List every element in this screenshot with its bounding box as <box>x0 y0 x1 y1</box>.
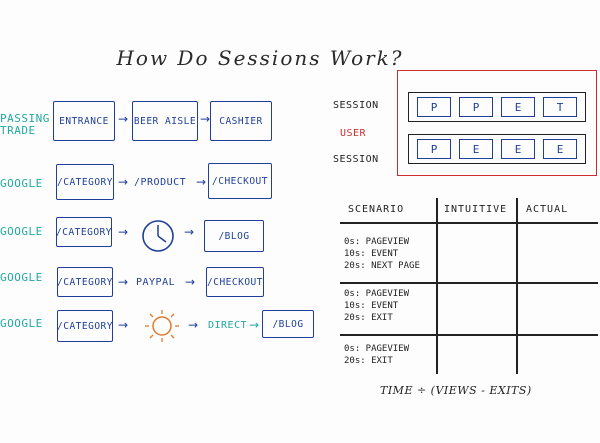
table-header: SCENARIO <box>348 204 405 215</box>
sun-icon <box>145 310 179 342</box>
flow-step: BEER AISLE <box>132 101 198 141</box>
table-divider <box>340 334 598 336</box>
arrow-right-icon: → <box>184 225 195 239</box>
flow-step: /CHECKOUT <box>208 163 272 199</box>
flow-step-text: /PRODUCT <box>134 177 187 188</box>
arrow-right-icon: → <box>118 225 129 239</box>
flow-step: /CATEGORY <box>57 267 113 297</box>
arrow-right-icon: → <box>196 175 207 189</box>
hit-box: P <box>417 139 451 159</box>
session-row: P P E T <box>408 92 586 122</box>
event-line: 0s: PAGEVIEW <box>344 289 410 299</box>
flow-step-direct: DIRECT <box>208 320 248 331</box>
arrow-right-icon: → <box>249 318 260 332</box>
flow-step: /CATEGORY <box>56 164 114 200</box>
flow-step: ENTRANCE <box>53 101 115 141</box>
arrow-right-icon: → <box>118 112 129 126</box>
flow-source-label: PASSING TRADE <box>0 112 50 137</box>
arrow-right-icon: → <box>188 318 199 332</box>
session-row: P E E E <box>408 134 586 164</box>
hit-box: E <box>501 97 535 117</box>
session-label: SESSION <box>333 154 379 165</box>
flow-step: /CATEGORY <box>56 217 112 247</box>
event-line: 0s: PAGEVIEW <box>344 237 410 247</box>
table-divider <box>436 198 438 374</box>
hit-box: E <box>459 139 493 159</box>
flow-step: /BLOG <box>262 310 314 338</box>
flow-step: CASHIER <box>210 101 272 141</box>
event-line: 20s: NEXT PAGE <box>344 261 420 271</box>
flow-source-google: GOOGLE <box>0 177 43 190</box>
hit-box: P <box>417 97 451 117</box>
table-header: INTUITIVE <box>444 204 508 215</box>
arrow-right-icon: → <box>118 175 129 189</box>
flow-step: /CATEGORY <box>57 310 113 342</box>
table-divider <box>516 198 518 374</box>
table-row: 0s: PAGEVIEW 10s: EVENT 20s: NEXT PAGE <box>344 236 420 272</box>
flow-source-passing-trade: PASSING TRADE <box>0 113 50 137</box>
event-line: 20s: EXIT <box>344 313 393 323</box>
hit-box: E <box>543 139 577 159</box>
hit-box: E <box>501 139 535 159</box>
hit-box: P <box>459 97 493 117</box>
session-label: SESSION <box>333 100 379 111</box>
flow-step: /CHECKOUT <box>206 267 264 297</box>
time-formula: TIME ÷ (VIEWS - EXITS) <box>380 384 532 397</box>
page-title: How Do Sessions Work? <box>116 46 404 70</box>
user-label: USER <box>340 128 367 139</box>
clock-icon <box>142 220 174 252</box>
event-line: 20s: EXIT <box>344 356 393 366</box>
arrow-right-icon: → <box>118 318 129 332</box>
table-divider <box>340 282 598 284</box>
event-line: 0s: PAGEVIEW <box>344 344 410 354</box>
table-row: 0s: PAGEVIEW 20s: EXIT <box>344 343 409 367</box>
scenario-table: SCENARIO INTUITIVE ACTUAL 0s: PAGEVIEW 1… <box>340 198 598 384</box>
event-line: 10s: EVENT <box>344 301 399 311</box>
flow-source-google: GOOGLE <box>0 225 43 238</box>
table-header: ACTUAL <box>526 204 569 215</box>
user-box <box>397 70 597 176</box>
hit-box: T <box>543 97 577 117</box>
flow-source-google: GOOGLE <box>0 271 43 284</box>
flow-source-google: GOOGLE <box>0 317 43 330</box>
flow-step-text: PAYPAL <box>136 277 176 288</box>
arrow-right-icon: → <box>200 112 211 126</box>
flow-step: /BLOG <box>204 220 264 252</box>
arrow-right-icon: → <box>185 275 196 289</box>
table-row: 0s: PAGEVIEW 10s: EVENT 20s: EXIT <box>344 288 409 324</box>
table-divider <box>340 222 598 224</box>
arrow-right-icon: → <box>118 275 129 289</box>
event-line: 10s: EVENT <box>344 249 399 259</box>
